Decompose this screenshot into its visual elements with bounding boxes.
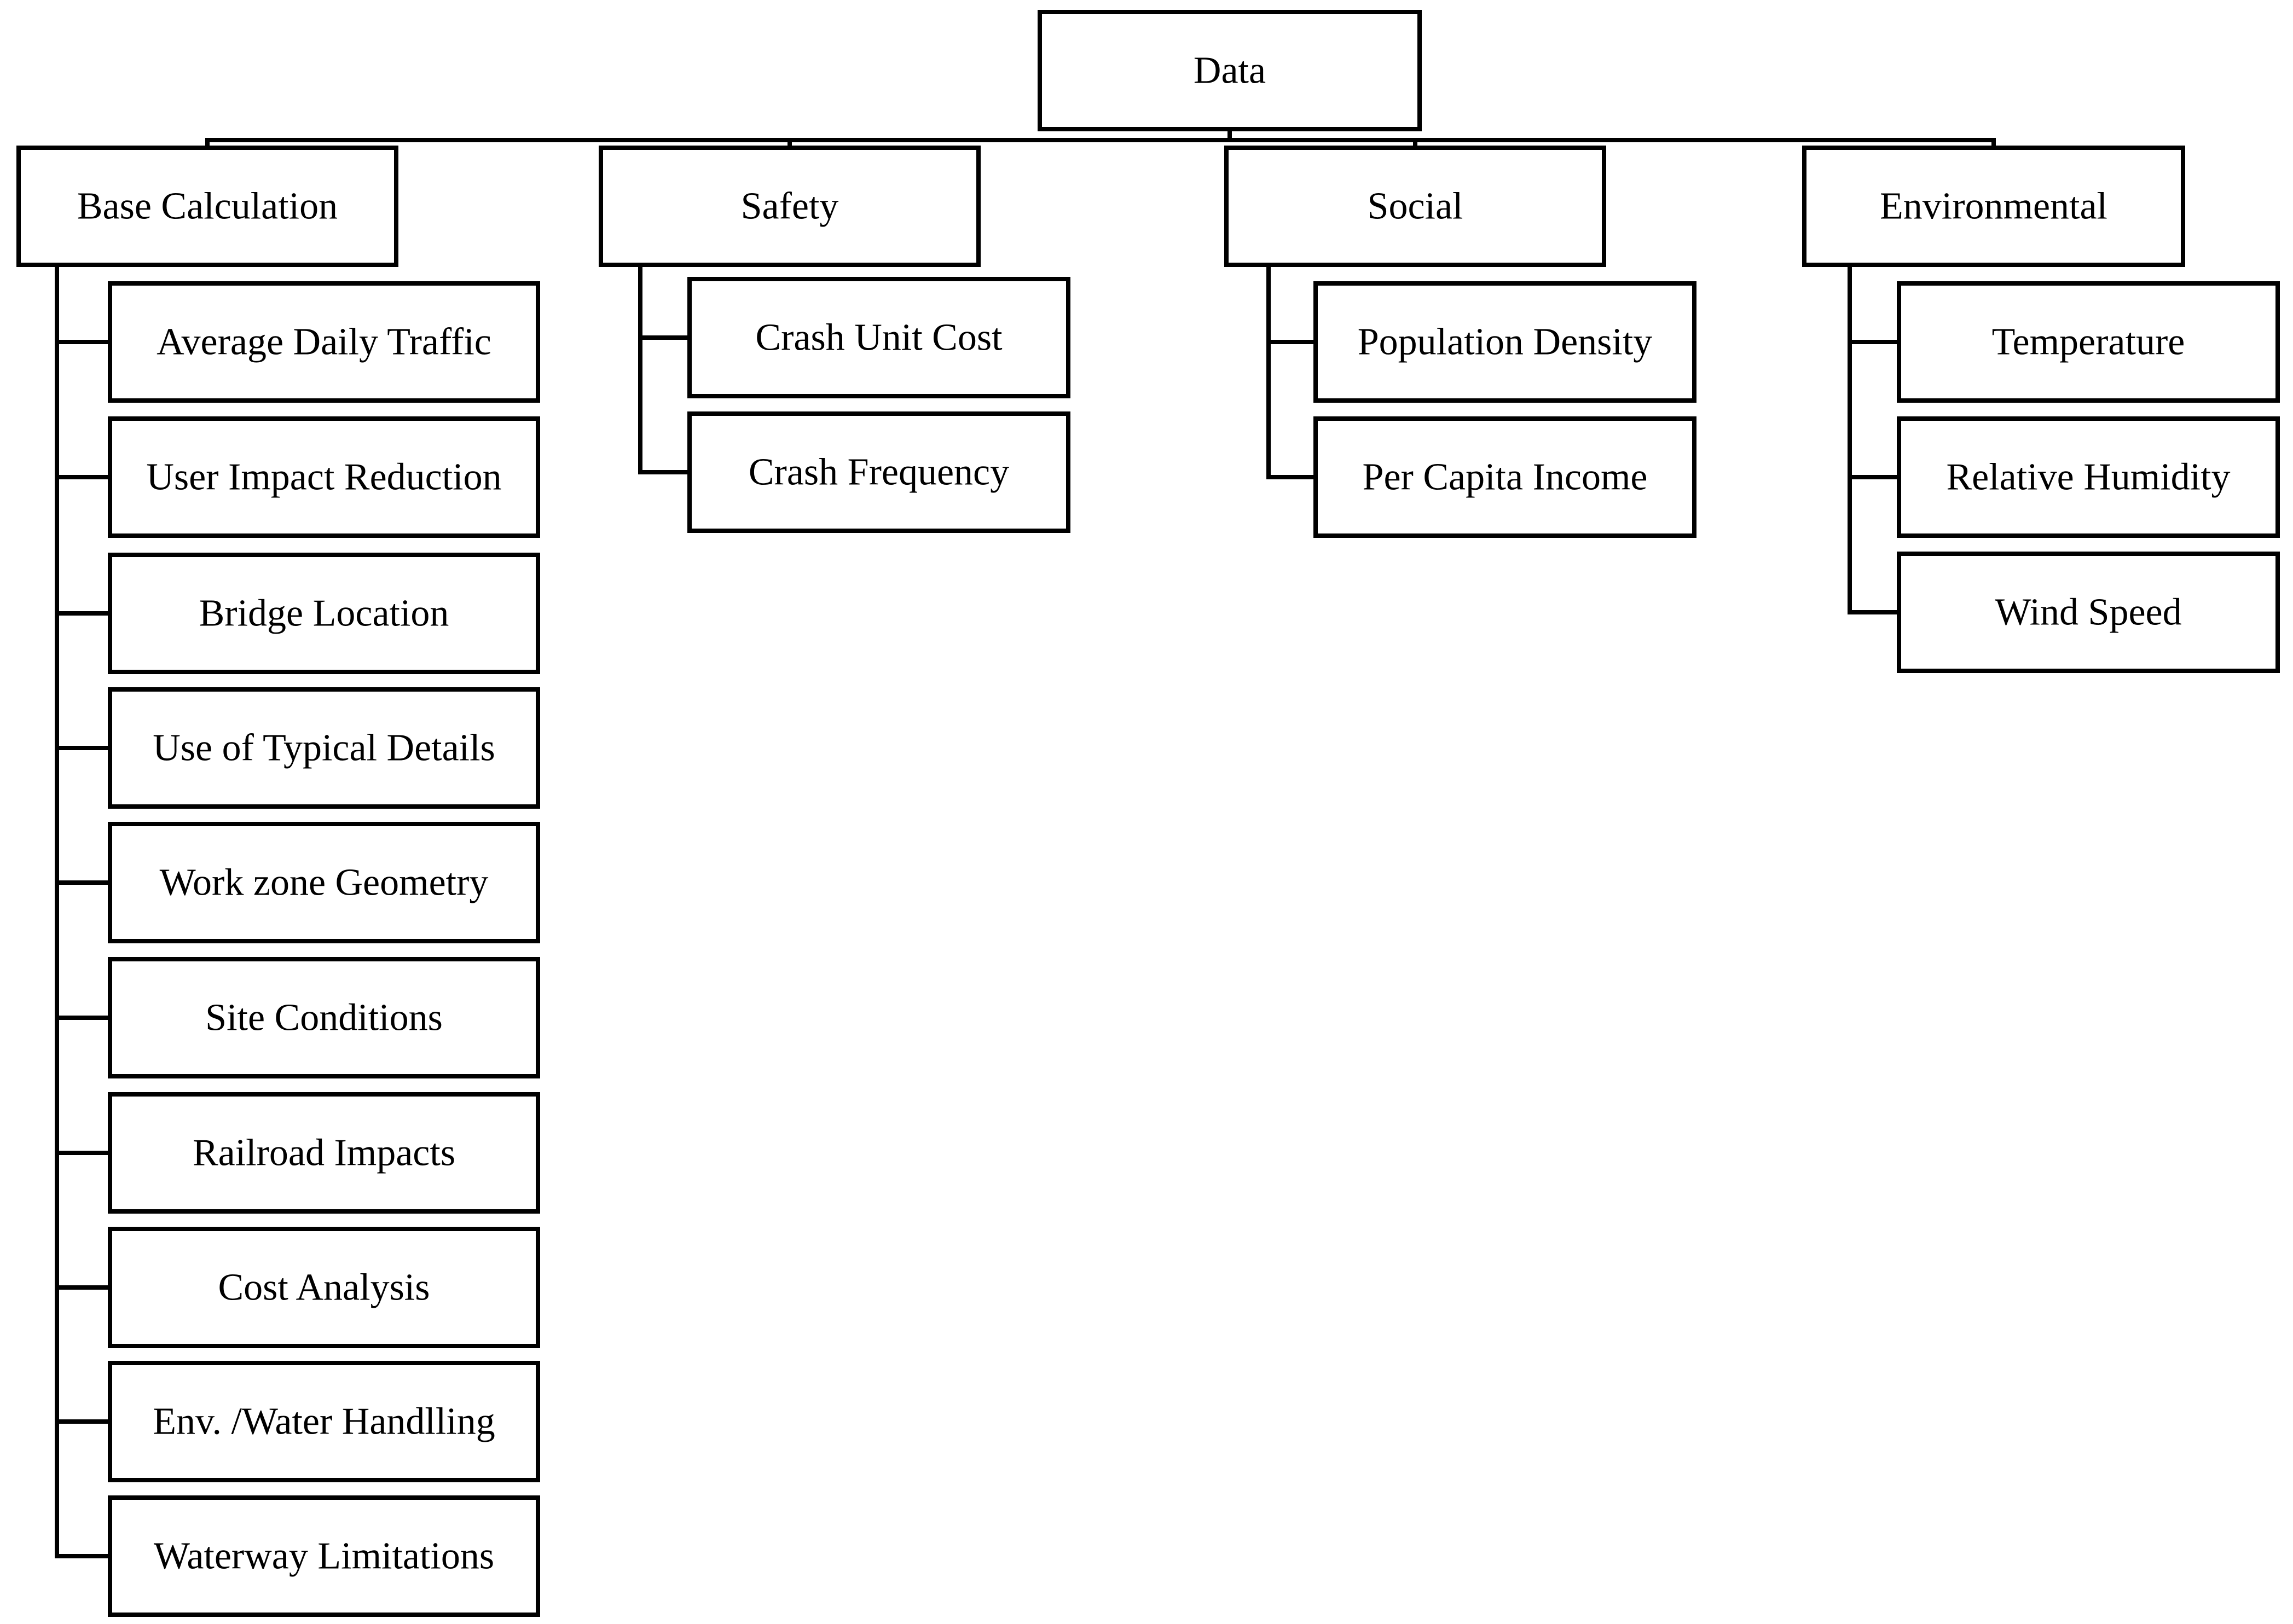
item-label: Wind Speed [1995, 591, 2181, 634]
item-box [1897, 416, 2280, 538]
item-label: Cost Analysis [218, 1267, 430, 1309]
item-label: Waterway Limitations [154, 1535, 494, 1577]
item-box [108, 957, 540, 1078]
item-box [687, 411, 1070, 533]
item-label: Crash Frequency [749, 451, 1009, 494]
item-box [1313, 416, 1696, 538]
item-label: Relative Humidity [1946, 456, 2230, 498]
category-social: Social Population Density Per Capita Inc… [1224, 146, 1696, 538]
item-box [108, 416, 540, 538]
item-box [108, 1092, 540, 1214]
item-label: Use of Typical Details [153, 727, 495, 769]
item-label: User Impact Reduction [146, 456, 501, 498]
item-box [1313, 281, 1696, 403]
item-label: Average Daily Traffic [157, 321, 491, 363]
item-box [108, 553, 540, 674]
category-box [1224, 146, 1606, 267]
root-node: Data [1038, 10, 1422, 131]
root-node-label: Data [1194, 50, 1266, 92]
category-box [1802, 146, 2185, 267]
item-box [108, 281, 540, 403]
category-label: Safety [741, 185, 839, 228]
root-node-box [1038, 10, 1422, 131]
item-label: Temperature [1992, 321, 2185, 363]
item-label: Railroad Impacts [193, 1132, 455, 1174]
item-label: Population Density [1358, 321, 1653, 363]
connector-lines [55, 127, 1996, 1558]
item-label: Crash Unit Cost [755, 317, 1003, 359]
item-box [1897, 281, 2280, 403]
category-safety: Safety Crash Unit Cost Crash Frequency [599, 146, 1070, 533]
category-box [599, 146, 981, 267]
item-box [108, 822, 540, 943]
item-box [108, 1495, 540, 1617]
item-box [108, 687, 540, 809]
category-box [16, 146, 398, 267]
item-box [1897, 552, 2280, 673]
item-box [687, 277, 1070, 398]
item-label: Env. /Water Handlling [153, 1401, 495, 1443]
item-label: Bridge Location [199, 593, 449, 635]
category-label: Social [1368, 185, 1463, 228]
category-label: Environmental [1880, 185, 2107, 228]
category-base-calculation: Base Calculation Average Daily Traffic U… [16, 146, 540, 1617]
item-box [108, 1361, 540, 1482]
category-label: Base Calculation [77, 185, 338, 228]
category-environmental: Environmental Temperature Relative Humid… [1802, 146, 2280, 673]
item-label: Site Conditions [205, 997, 443, 1039]
item-box [108, 1227, 540, 1348]
item-label: Work zone Geometry [160, 862, 489, 904]
item-label: Per Capita Income [1363, 456, 1648, 498]
